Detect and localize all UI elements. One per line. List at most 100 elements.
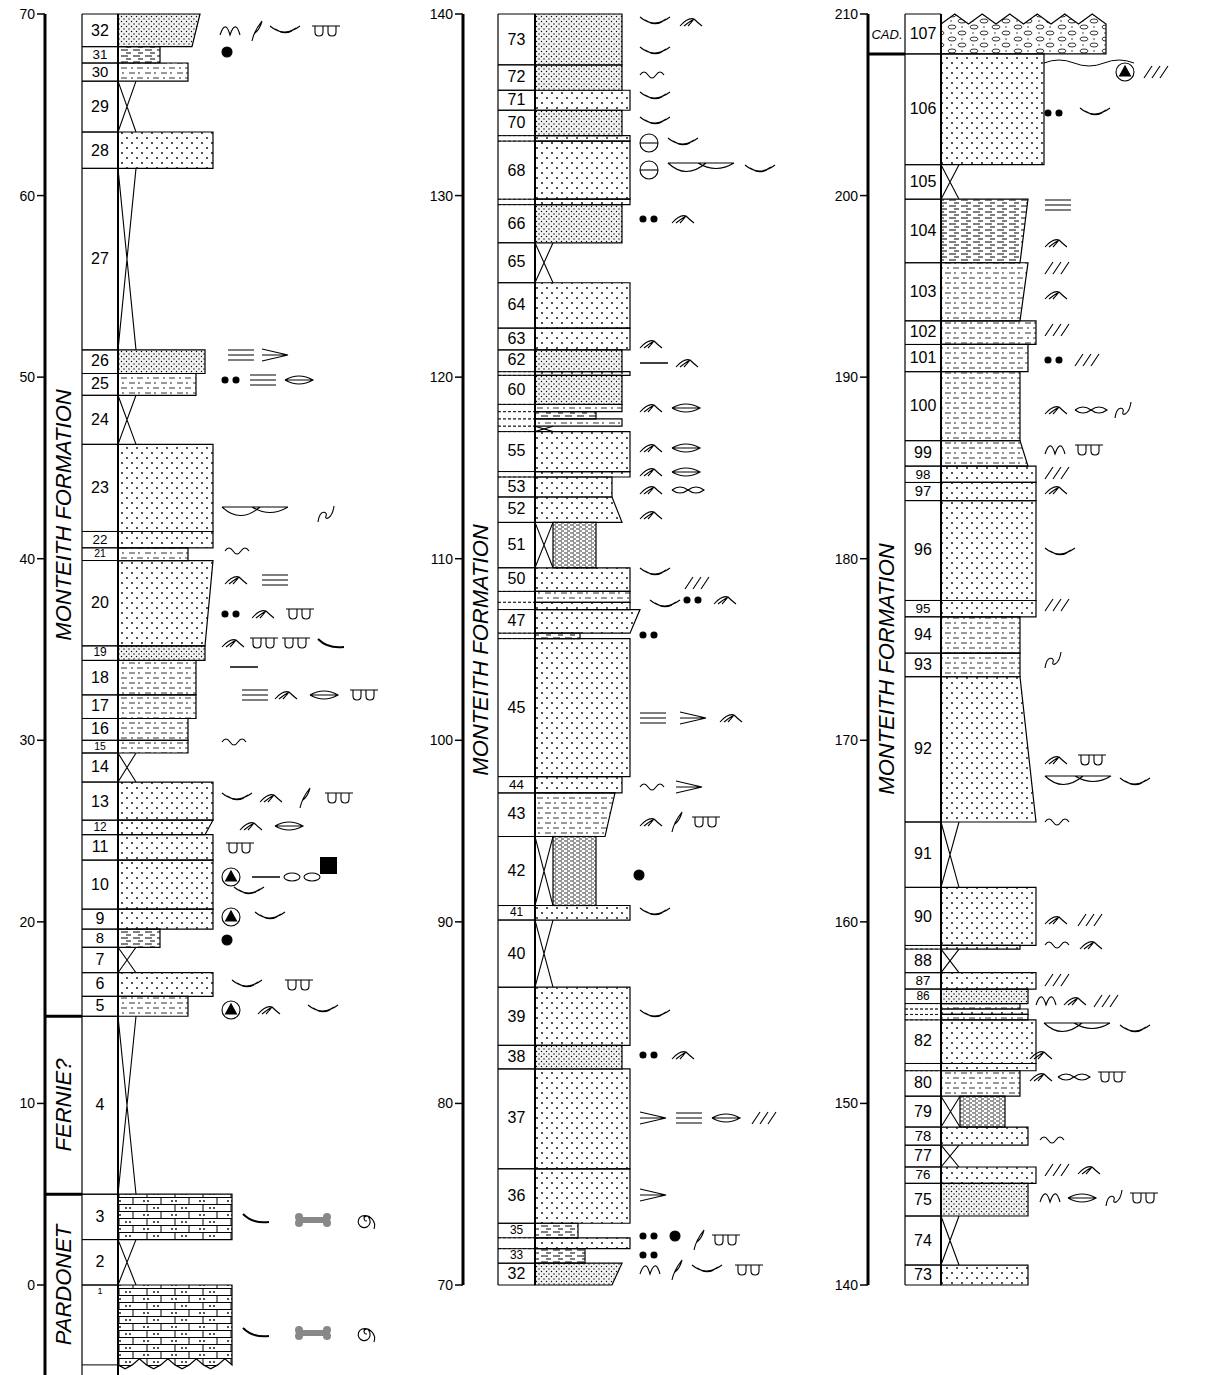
bed-boundary xyxy=(905,199,941,200)
bed-boundary xyxy=(498,64,535,65)
bed-number: 91 xyxy=(906,822,940,886)
depth-tick-label: 150 xyxy=(816,1094,858,1112)
bed-boundary xyxy=(498,638,535,639)
bed-number: 24 xyxy=(83,396,117,444)
bed-lithology xyxy=(941,653,1020,677)
bed-number: 88 xyxy=(906,950,940,973)
bed-lithology xyxy=(535,602,630,609)
structure-symbol xyxy=(222,935,232,945)
bed-number: 76 xyxy=(906,1167,940,1182)
bed-boundary xyxy=(82,81,118,82)
depth-tick-label: 200 xyxy=(816,187,858,205)
bed-boundary xyxy=(905,1070,941,1071)
bed-lithology xyxy=(535,14,622,65)
bed-number: 90 xyxy=(906,888,940,945)
bed-boundary xyxy=(905,821,941,822)
depth-tick-mark xyxy=(37,558,45,560)
bed-boundary xyxy=(498,920,535,921)
bed-boundary xyxy=(905,1070,941,1071)
bed-number: 31 xyxy=(83,47,117,62)
bed-boundary xyxy=(905,945,941,946)
bed-boundary xyxy=(905,1003,941,1004)
bed-number: 62 xyxy=(499,350,534,371)
structure-symbol xyxy=(243,1214,269,1222)
bed-lithology xyxy=(941,54,1044,165)
structure-symbol xyxy=(640,819,662,826)
bed-boundary xyxy=(905,482,941,483)
bed-boundary xyxy=(82,718,118,719)
bed-number: 28 xyxy=(83,133,117,168)
bed-lithology xyxy=(118,14,200,47)
bed-boundary xyxy=(498,371,535,372)
structure-symbol xyxy=(1106,1190,1122,1206)
bed-lithology xyxy=(941,263,1028,321)
structure-symbol xyxy=(640,134,658,152)
depth-tick-label: 60 xyxy=(0,187,35,205)
depth-axis xyxy=(462,14,465,1285)
bed-boundary xyxy=(498,199,535,200)
depth-tick-label: 210 xyxy=(816,5,858,23)
bed-lithology xyxy=(118,1285,232,1369)
structure-symbol xyxy=(684,597,701,603)
structure-symbol xyxy=(222,868,240,886)
structure-symbol xyxy=(304,873,320,881)
bed-lithology xyxy=(535,1249,585,1264)
bed-number: 52 xyxy=(499,497,534,521)
structure-symbol xyxy=(640,1252,657,1258)
bed-boundary xyxy=(905,1096,941,1097)
bed-lithology xyxy=(941,677,1036,822)
bed-boundary xyxy=(905,466,941,467)
depth-tick-mark xyxy=(37,740,45,742)
bed-boundary xyxy=(905,1009,941,1010)
structure-symbol xyxy=(1115,402,1131,418)
bed-boundary xyxy=(905,1063,941,1064)
structure-symbol xyxy=(250,375,276,385)
bed-lithology xyxy=(535,1238,630,1249)
bed-boundary xyxy=(905,53,941,54)
depth-tick-label: 130 xyxy=(411,187,453,205)
covered-interval xyxy=(535,837,553,906)
bed-number: 63 xyxy=(499,329,534,350)
bed-lithology xyxy=(941,199,1028,263)
depth-tick-label: 0 xyxy=(0,1276,35,1294)
bed-number: 73 xyxy=(499,15,534,65)
structure-symbol xyxy=(676,1113,702,1123)
bed-boundary xyxy=(905,199,941,200)
bed-boundary xyxy=(82,349,118,350)
bed-number: 18 xyxy=(83,661,117,694)
bed-number: 94 xyxy=(906,617,940,652)
bed-number: 15 xyxy=(83,741,117,753)
depth-tick-label: 120 xyxy=(411,368,453,386)
bed-lithology xyxy=(941,1009,1028,1014)
bed-number: 37 xyxy=(499,1069,534,1168)
bed-lithology xyxy=(118,782,213,820)
bed-lithology xyxy=(941,989,1028,1004)
structure-symbol xyxy=(1040,1194,1060,1202)
bed-boundary xyxy=(905,482,941,483)
bed-boundary xyxy=(82,694,118,695)
bed-lithology xyxy=(941,441,1028,466)
structure-symbol xyxy=(676,360,698,367)
covered-interval xyxy=(941,1096,960,1127)
depth-tick-mark xyxy=(860,1284,868,1286)
depth-tick-mark xyxy=(860,13,868,15)
bed-boundary xyxy=(905,1216,941,1217)
bed-boundary xyxy=(498,522,535,523)
structure-symbol xyxy=(312,26,340,36)
structure-symbol xyxy=(325,793,353,803)
bed-boundary xyxy=(82,547,118,548)
structure-symbol xyxy=(1045,548,1075,555)
structure-symbol xyxy=(640,341,662,348)
bed-lithology xyxy=(118,561,213,646)
structure-symbol xyxy=(650,600,680,607)
bed-number: 78 xyxy=(906,1128,940,1145)
bed-boundary xyxy=(82,168,118,169)
bed-boundary xyxy=(498,792,535,793)
bed-lithology xyxy=(941,1167,1036,1183)
bed-boundary xyxy=(498,242,535,243)
structure-symbol xyxy=(234,887,264,894)
structure-symbol xyxy=(225,548,249,554)
bed-lithology xyxy=(941,1063,1036,1070)
bed-boundary xyxy=(498,242,535,243)
bed-lithology xyxy=(941,973,1036,989)
